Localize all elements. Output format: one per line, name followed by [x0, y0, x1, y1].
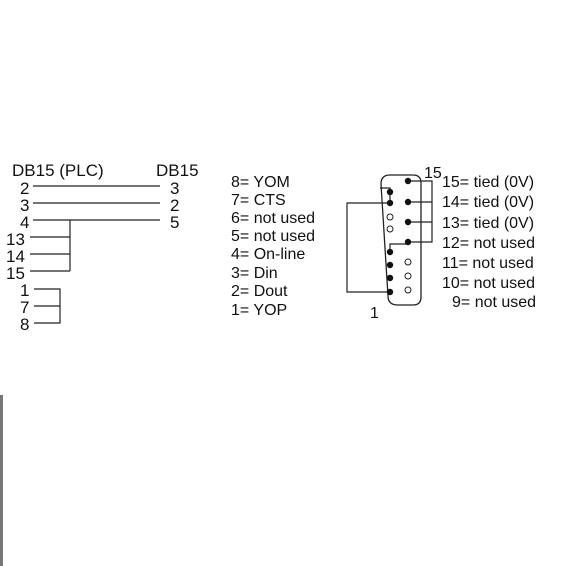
left-pin-15: 15 [6, 264, 25, 283]
pin-1-dot [386, 288, 394, 296]
left-header: DB15 (PLC) [12, 161, 104, 180]
pin-label-2: 2= Dout [231, 283, 288, 300]
pin-12-dot [404, 238, 412, 246]
left-pin-14: 14 [6, 247, 25, 266]
pin-label-14: 14= tied (0V) [442, 194, 534, 211]
left-pin-4: 4 [20, 213, 29, 232]
page-edge-bar [0, 395, 3, 566]
jumper-to-12 [408, 222, 433, 243]
pin-label-12: 12= not used [442, 235, 535, 252]
jumper-pin1-pin8 [346, 202, 390, 293]
pin-label-8: 8= YOM [231, 174, 290, 191]
loop-a-taps [30, 236, 70, 272]
pin-9-dot [404, 286, 412, 294]
jumper-pin8-link [380, 187, 391, 203]
left-pin-3: 3 [20, 196, 29, 215]
db15-connector: 15 1 [346, 165, 442, 322]
connector-shell [380, 174, 422, 306]
right-pin-3: 3 [170, 179, 179, 198]
pin-13-dot [404, 218, 412, 226]
left-pin-13: 13 [6, 230, 25, 249]
connector-label-15: 15 [424, 165, 442, 182]
pin-legend-right: 15= tied (0V) 14= tied (0V) 13= tied (0V… [442, 174, 536, 311]
pin-14-dot [404, 198, 412, 206]
pin-label-9: 9= not used [452, 294, 536, 311]
right-pin-5: 5 [170, 213, 179, 232]
pin-legend-left: 8= YOM 7= CTS 6= not used 5= not used 4=… [231, 174, 315, 319]
pin-label-7: 7= CTS [231, 192, 286, 209]
pin-label-3: 3= Din [231, 265, 278, 282]
pin-label-4: 4= On-line [231, 246, 305, 263]
left-pin-1: 1 [20, 281, 29, 300]
pin-11-dot [404, 258, 412, 266]
loop-b-jumper [34, 288, 61, 324]
pin-5-dot [386, 225, 394, 233]
pin-label-13: 13= tied (0V) [442, 215, 534, 232]
pin-label-1: 1= YOP [231, 302, 287, 319]
left-pin-2: 2 [20, 179, 29, 198]
pin-label-5: 5= not used [231, 228, 315, 245]
right-pin-2: 2 [170, 196, 179, 215]
pin-label-6: 6= not used [231, 210, 315, 227]
pin-2-dot [386, 274, 394, 282]
pin-15-dot [404, 177, 412, 185]
connector-label-1: 1 [370, 305, 379, 322]
pin-label-10: 10= not used [442, 275, 535, 292]
pin-3-dot [386, 261, 394, 269]
left-pin-7: 7 [20, 298, 29, 317]
pin-label-15: 15= tied (0V) [442, 174, 534, 191]
pin-label-11: 11= not used [442, 255, 534, 272]
pin-4-dot [386, 248, 394, 256]
pin-6-dot [386, 213, 394, 221]
pin-10-dot [404, 272, 412, 280]
pin-7-dot [386, 199, 394, 207]
pin-8-dot [386, 188, 394, 196]
left-pin-8: 8 [20, 315, 29, 334]
right-header: DB15 [156, 161, 199, 180]
cable-diagram: DB15 (PLC) DB15 2 3 3 2 4 5 13 14 15 1 7… [6, 161, 199, 334]
